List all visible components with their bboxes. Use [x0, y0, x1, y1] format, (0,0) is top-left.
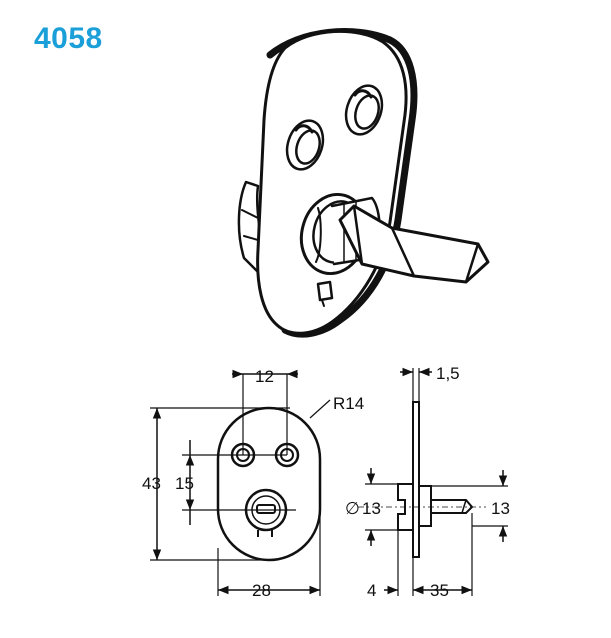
product-code: 4058: [34, 22, 103, 55]
dim-depth-back: 4: [367, 581, 376, 600]
dim-diameter-symbol: ∅: [345, 499, 360, 518]
dim-hole-spacing: 12: [255, 367, 274, 386]
dim-total-height: 43: [142, 474, 161, 493]
product-illustration: [237, 28, 490, 338]
dim-diameter: 13: [362, 499, 381, 518]
dim-lever-height: 13: [491, 499, 510, 518]
side-view: [358, 367, 508, 596]
dim-width: 28: [252, 581, 271, 600]
dim-hole-to-center: 15: [175, 474, 194, 493]
dim-radius: R14: [333, 394, 364, 413]
dim-depth-front: 35: [430, 581, 449, 600]
front-view: [150, 369, 331, 596]
dim-thickness: 1,5: [436, 364, 460, 383]
